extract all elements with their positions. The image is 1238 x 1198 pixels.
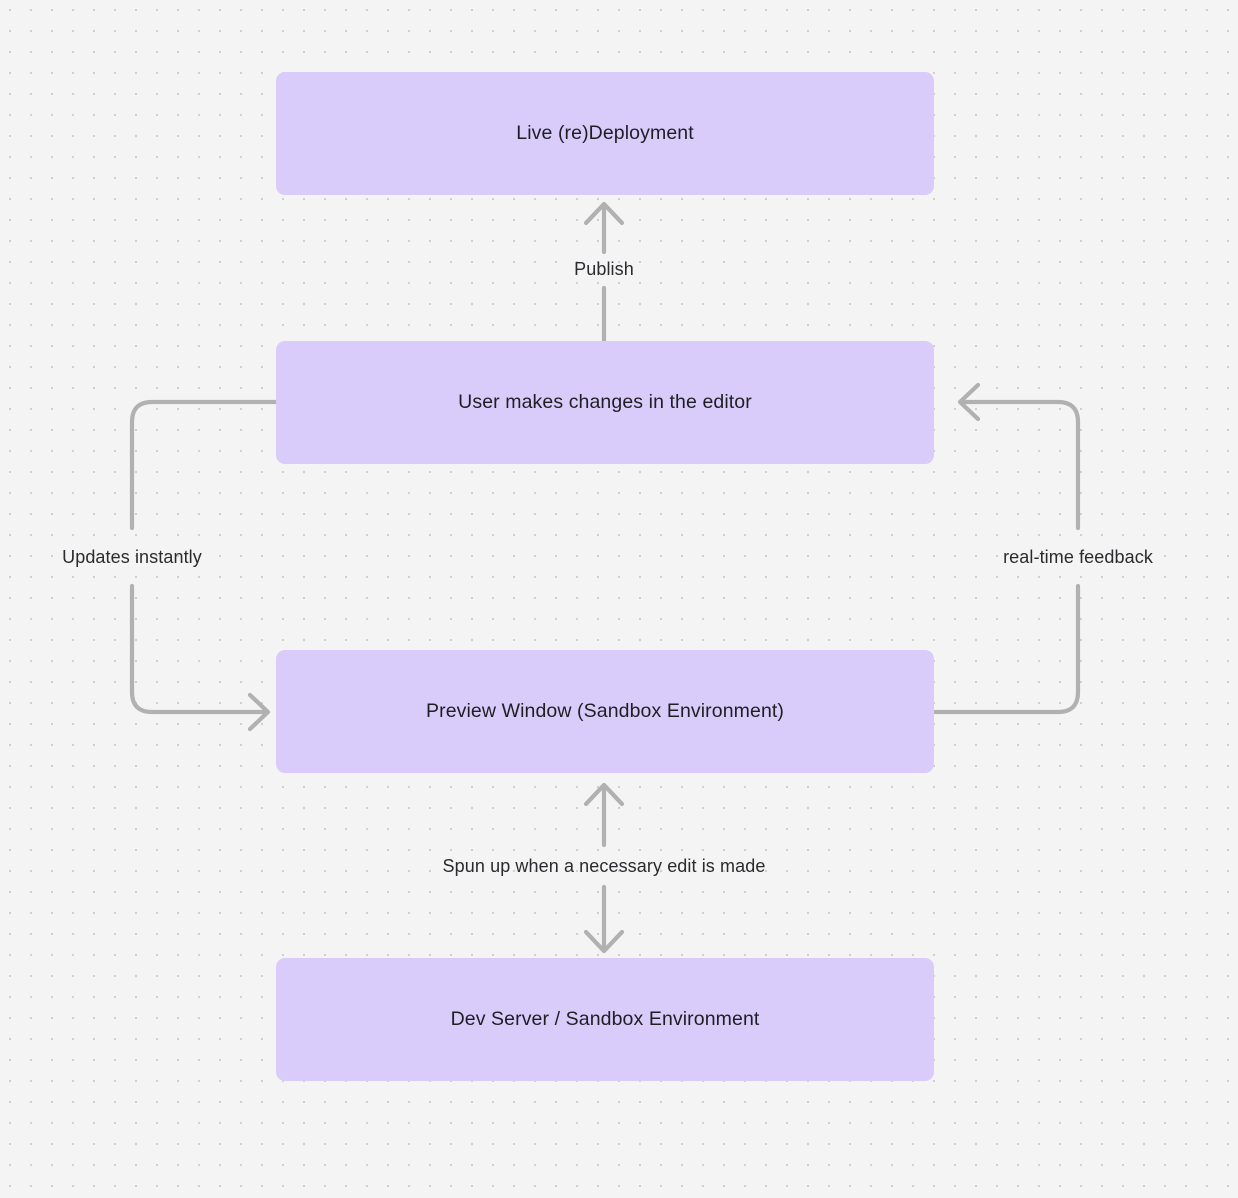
node-user-edits-label: User makes changes in the editor	[458, 390, 752, 413]
edge-label-publish: Publish	[574, 259, 634, 279]
node-preview-window-label: Preview Window (Sandbox Environment)	[426, 699, 784, 722]
node-dev-server-label: Dev Server / Sandbox Environment	[450, 1007, 760, 1030]
node-user-edits[interactable]: User makes changes in the editor	[276, 341, 934, 464]
edge-label-spun-up: Spun up when a necessary edit is made	[442, 856, 766, 876]
node-preview-window[interactable]: Preview Window (Sandbox Environment)	[276, 650, 934, 773]
edge-label-real-time-feedback: real-time feedback	[1003, 547, 1153, 567]
node-live-deployment-label: Live (re)Deployment	[516, 121, 694, 144]
node-live-deployment[interactable]: Live (re)Deployment	[276, 72, 934, 195]
node-dev-server[interactable]: Dev Server / Sandbox Environment	[276, 958, 934, 1081]
edge-label-updates-instantly: Updates instantly	[62, 547, 202, 567]
